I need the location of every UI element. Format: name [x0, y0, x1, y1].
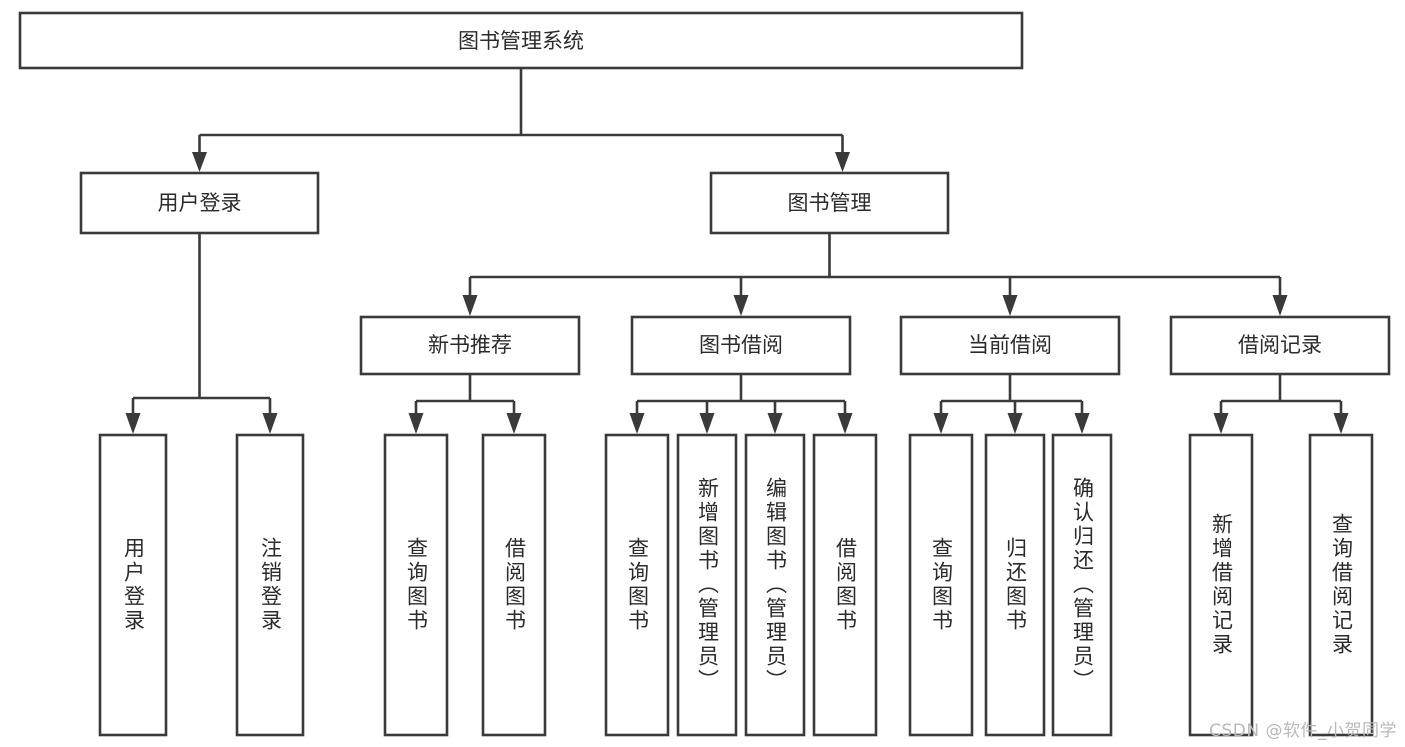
node-new-book-rec[interactable]: 新书推荐 [359, 315, 581, 376]
arrow-head-leaf-query-book-cur [933, 413, 949, 434]
node-book-manage-label: 图书管理 [788, 191, 872, 215]
node-book-manage[interactable]: 图书管理 [709, 171, 950, 235]
node-leaf-edit-book-admin[interactable] [744, 433, 806, 737]
arrow-head-book-manage [835, 152, 850, 172]
connector-borrowrecord-to-leaves [1213, 374, 1349, 434]
arrow-head-borrow-record [1272, 295, 1288, 316]
node-leaf-borrow-book-bor[interactable] [812, 433, 878, 737]
connector-root-to-level2 [192, 68, 850, 172]
arrow-head-leaf-query-book-rec [408, 413, 424, 434]
node-leaf-return-book[interactable] [984, 433, 1046, 737]
connector-userlogin-to-leaves [125, 233, 278, 434]
node-new-book-rec-label: 新书推荐 [428, 333, 512, 357]
node-leaf-query-borrow-record[interactable] [1308, 433, 1374, 737]
node-book-borrow[interactable]: 图书借阅 [630, 315, 852, 376]
node-leaf-user-logout[interactable] [235, 433, 305, 737]
node-root[interactable]: 图书管理系统 [18, 11, 1024, 70]
node-leaf-add-borrow-record[interactable] [1188, 433, 1254, 737]
connector-bookmanage-to-level3 [462, 233, 1288, 316]
node-borrow-record-label: 借阅记录 [1238, 333, 1322, 357]
node-user-login[interactable]: 用户登录 [79, 171, 320, 235]
arrow-head-leaf-edit-book-admin [767, 413, 783, 434]
arrow-head-leaf-query-borrow-record [1333, 413, 1349, 434]
arrow-head-new-book-rec [462, 295, 478, 316]
arrow-head-leaf-add-book-admin [699, 413, 715, 434]
connector-newbookrec-to-leaves [408, 374, 522, 434]
arrow-head-book-borrow [733, 295, 749, 316]
arrow-head-leaf-confirm-return-admin [1074, 413, 1090, 434]
node-leaf-query-book-rec[interactable] [383, 433, 449, 737]
arrow-head-leaf-add-borrow-record [1213, 413, 1229, 434]
arrow-head-current-borrow [1002, 295, 1018, 316]
arrow-head-user-login [192, 152, 207, 172]
node-root-label: 图书管理系统 [458, 29, 584, 53]
node-user-login-label: 用户登录 [158, 191, 242, 215]
node-current-borrow-label: 当前借阅 [968, 333, 1052, 357]
arrow-head-leaf-return-book [1007, 413, 1023, 434]
arrow-head-leaf-query-book-bor [629, 413, 645, 434]
node-leaf-query-book-bor[interactable] [604, 433, 670, 737]
node-leaf-borrow-book-rec[interactable] [481, 433, 547, 737]
connector-bookborrow-to-leaves [629, 374, 853, 434]
node-leaf-user-login[interactable] [98, 433, 168, 737]
arrow-head-leaf-user-login [125, 413, 141, 434]
connector-currentborrow-to-leaves [933, 374, 1090, 434]
leaf-boxes [98, 433, 1374, 737]
node-leaf-query-book-cur[interactable] [908, 433, 974, 737]
arrow-head-leaf-borrow-book-bor [837, 413, 853, 434]
arrow-head-leaf-borrow-book-rec [506, 413, 522, 434]
node-borrow-record[interactable]: 借阅记录 [1169, 315, 1391, 376]
node-book-borrow-label: 图书借阅 [699, 333, 783, 357]
node-leaf-add-book-admin[interactable] [676, 433, 738, 737]
node-current-borrow[interactable]: 当前借阅 [899, 315, 1121, 376]
node-leaf-confirm-return-admin[interactable] [1051, 433, 1113, 737]
arrow-head-leaf-user-logout [262, 413, 278, 434]
